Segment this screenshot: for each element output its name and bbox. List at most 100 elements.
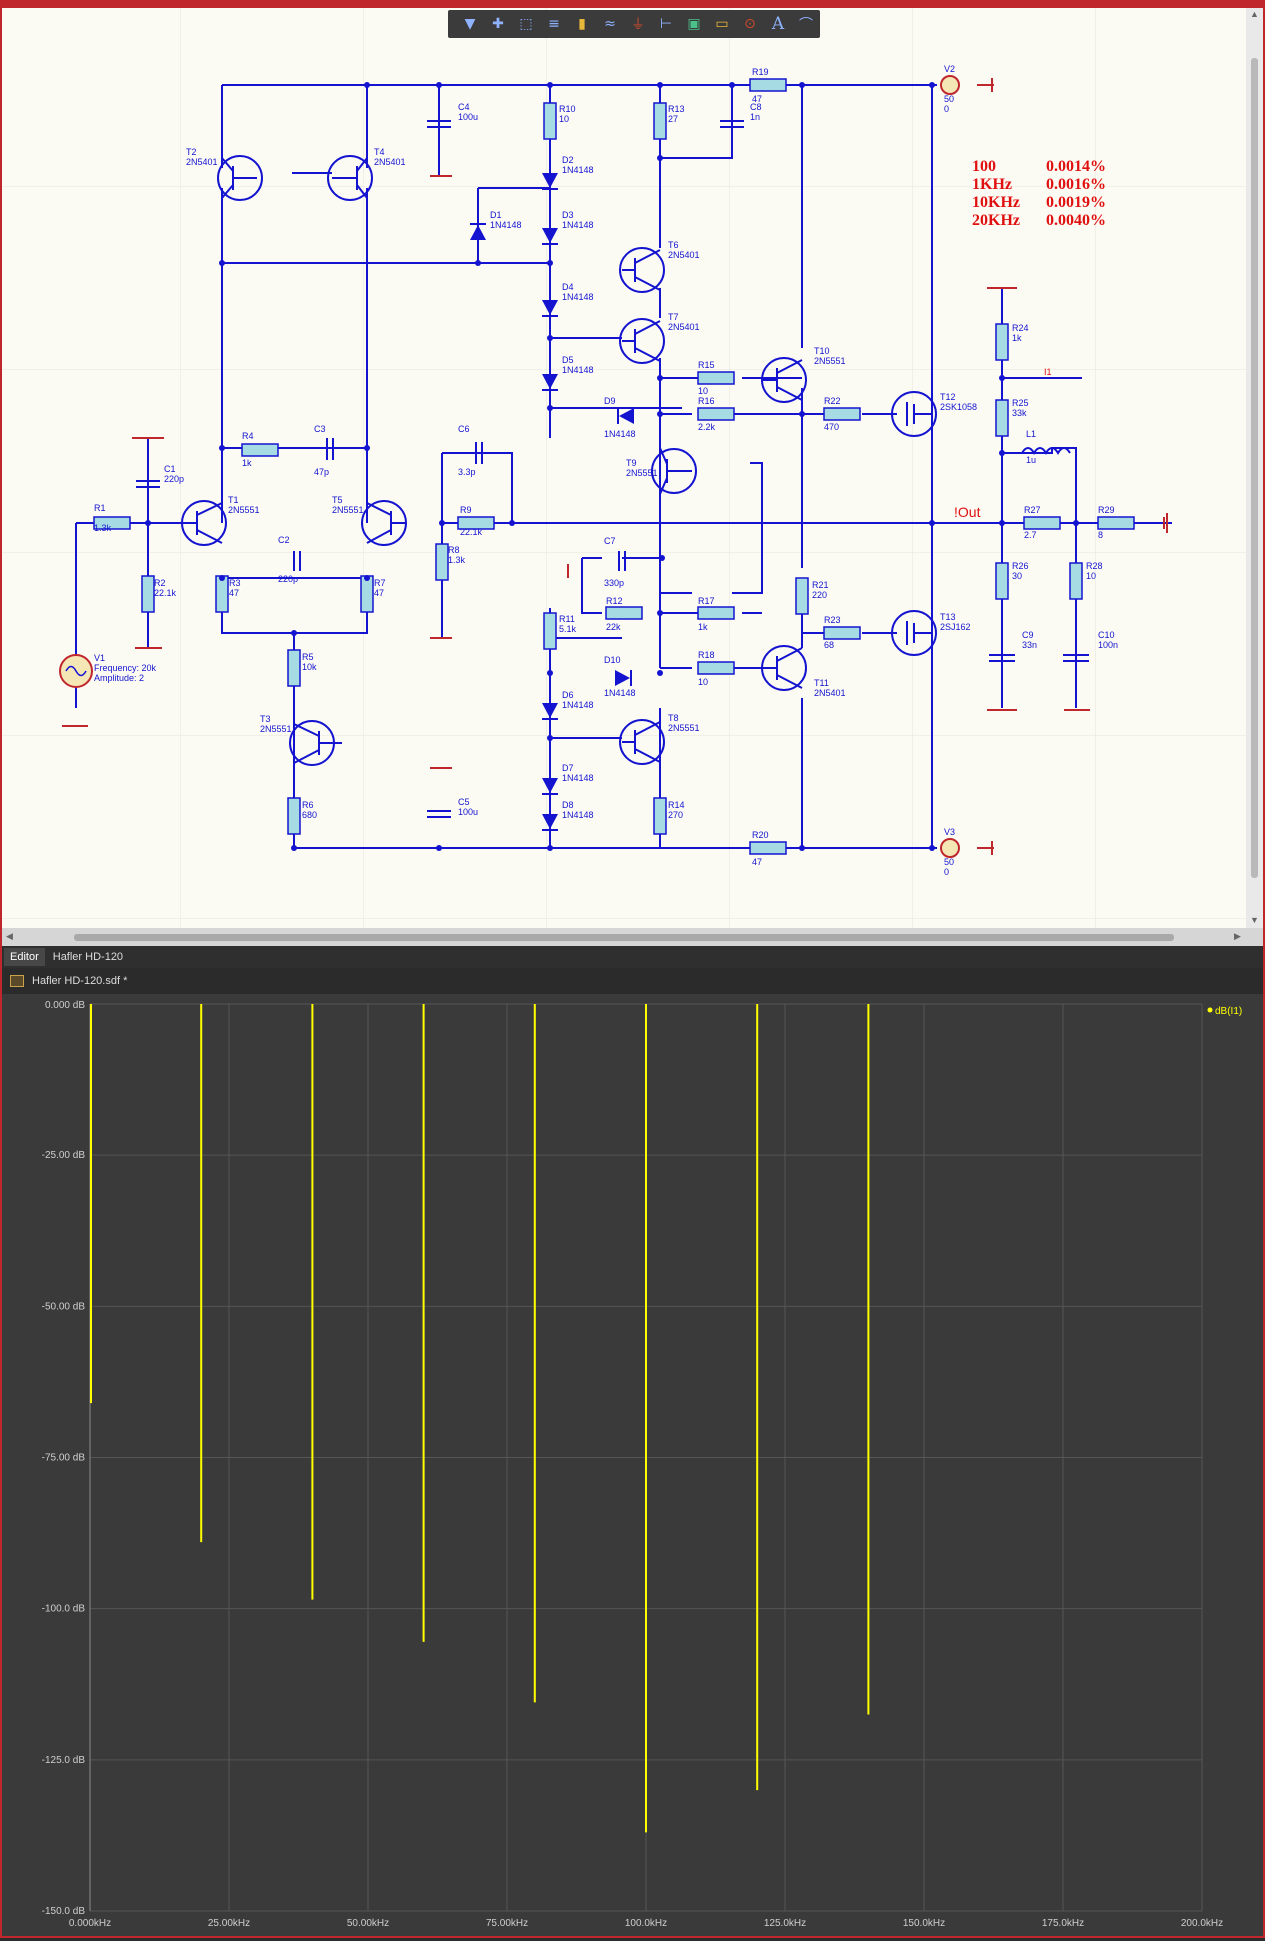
scroll-down-icon[interactable]: ▼ <box>1250 915 1259 925</box>
value-t9: 2N5551 <box>626 468 658 478</box>
schematic-canvas[interactable]: R1 1.3k C1 220p R2 22.1k V1 Frequency: 2… <box>2 8 1246 928</box>
label-t12: T12 <box>940 392 956 402</box>
waveform-chart[interactable]: 0.000 dB-25.00 dB-50.00 dB-75.00 dB-100.… <box>2 994 1263 1936</box>
value-t1: 2N5551 <box>228 505 260 515</box>
arc-icon[interactable]: ⌒ <box>799 17 813 33</box>
chart-plot: 0.000 dB-25.00 dB-50.00 dB-75.00 dB-100.… <box>42 1000 1243 1929</box>
bus-icon[interactable]: ≈ <box>604 16 616 32</box>
scroll-right-icon[interactable]: ▶ <box>1234 931 1241 941</box>
value-d9: 1N4148 <box>604 429 636 439</box>
label-r18: R18 <box>698 650 715 660</box>
value-d4: 1N4148 <box>562 292 594 302</box>
select-rect-icon[interactable]: ⬚ <box>519 16 533 32</box>
value-r15: 10 <box>698 386 708 396</box>
document-name[interactable]: Hafler HD-120.sdf * <box>32 975 128 987</box>
value-r19: 47 <box>752 94 762 104</box>
tab-editor[interactable]: Editor <box>4 948 45 966</box>
value-r3: 47 <box>229 588 239 598</box>
horizontal-scrollbar[interactable]: ◀ ▶ <box>2 928 1263 946</box>
parameter-icon[interactable]: ▭ <box>715 16 729 32</box>
document-bar: Hafler HD-120.sdf * <box>2 968 1263 994</box>
label-r13: R13 <box>668 104 685 114</box>
filter-icon[interactable]: ▼ <box>464 16 476 32</box>
label-t6: T6 <box>668 240 679 250</box>
value-d10: 1N4148 <box>604 688 636 698</box>
value-r28: 10 <box>1086 571 1096 581</box>
tab-hafler-hd-120[interactable]: Hafler HD-120 <box>52 951 124 963</box>
value-r4: 1k <box>242 458 252 468</box>
value-c3: 47p <box>314 467 329 477</box>
label-v3: V3 <box>944 827 955 837</box>
text-icon[interactable]: A <box>771 14 785 34</box>
scroll-up-icon[interactable]: ▲ <box>1250 9 1259 19</box>
value-d2: 1N4148 <box>562 165 594 175</box>
label-r24: R24 <box>1012 323 1029 333</box>
label-d3: D3 <box>562 210 574 220</box>
x-tick-label: 50.00kHz <box>347 1918 389 1929</box>
label-l1: L1 <box>1026 429 1036 439</box>
label-d5: D5 <box>562 355 574 365</box>
vertical-scroll-thumb[interactable] <box>1251 58 1258 878</box>
x-tick-label: 125.0kHz <box>764 1918 806 1929</box>
x-tick-label: 25.00kHz <box>208 1918 250 1929</box>
transistors <box>181 155 937 766</box>
label-c3: C3 <box>314 424 326 434</box>
horizontal-scroll-thumb[interactable] <box>74 934 1174 941</box>
editor-tab-bar: Editor Hafler HD-120 <box>2 946 1263 968</box>
ground-icon[interactable]: ⏚ <box>631 17 645 33</box>
note-freq: 10KHz <box>972 194 1020 211</box>
x-tick-label: 200.0kHz <box>1181 1918 1223 1929</box>
value-t4: 2N5401 <box>374 157 406 167</box>
value-t5: 2N5551 <box>332 505 364 515</box>
label-c9: C9 <box>1022 630 1034 640</box>
label-c1: C1 <box>164 464 176 474</box>
resistors <box>93 78 1135 855</box>
value-v3-voltage: 50 <box>944 857 954 867</box>
net-label-icon[interactable]: ⊢ <box>659 16 673 32</box>
chart-legend[interactable]: dB(I1) <box>1207 1006 1243 1017</box>
value-r6: 680 <box>302 810 317 820</box>
value-r16: 2.2k <box>698 422 716 432</box>
y-tick-label: -100.0 dB <box>42 1604 86 1615</box>
x-tick-label: 0.000kHz <box>69 1918 111 1929</box>
value-c9: 33n <box>1022 640 1037 650</box>
value-r25: 33k <box>1012 408 1027 418</box>
align-icon[interactable]: ≡ <box>548 16 560 32</box>
label-r6: R6 <box>302 800 314 810</box>
label-c7: C7 <box>604 536 616 546</box>
note-freq: 100 <box>972 158 996 175</box>
label-i1: I1 <box>1044 367 1052 377</box>
value-v2-voltage: 50 <box>944 94 954 104</box>
label-r14: R14 <box>668 800 685 810</box>
schematic-drawing: R1 1.3k C1 220p R2 22.1k V1 Frequency: 2… <box>2 8 1246 928</box>
label-t7: T7 <box>668 312 679 322</box>
value-c5: 100u <box>458 807 478 817</box>
crosshair-icon[interactable]: ✚ <box>492 16 504 32</box>
value-r10: 10 <box>559 114 569 124</box>
value-v1-amplitude: Amplitude: 2 <box>94 673 144 683</box>
label-t11: T11 <box>814 678 829 688</box>
component-icon[interactable]: ▮ <box>578 16 586 32</box>
label-r1: R1 <box>94 503 106 513</box>
vertical-scrollbar[interactable]: ▲ ▼ <box>1246 8 1263 928</box>
label-r29: R29 <box>1098 505 1115 515</box>
inductor-l1 <box>1021 447 1071 455</box>
power-terminals <box>62 78 1168 855</box>
value-t10: 2N5551 <box>814 356 846 366</box>
label-r25: R25 <box>1012 398 1029 408</box>
junctions <box>145 82 1079 851</box>
label-r19: R19 <box>752 67 769 77</box>
label-r12: R12 <box>606 596 623 606</box>
chart-series <box>90 1004 870 1833</box>
port-icon[interactable]: ▣ <box>687 16 701 32</box>
value-r13: 27 <box>668 114 678 124</box>
label-c2: C2 <box>278 535 290 545</box>
value-r29: 8 <box>1098 530 1103 540</box>
value-t3: 2N5551 <box>260 724 292 734</box>
value-r1: 1.3k <box>94 523 112 533</box>
scroll-left-icon[interactable]: ◀ <box>6 931 13 941</box>
label-r2: R2 <box>154 578 166 588</box>
probe-icon[interactable]: ⊙ <box>744 16 756 32</box>
